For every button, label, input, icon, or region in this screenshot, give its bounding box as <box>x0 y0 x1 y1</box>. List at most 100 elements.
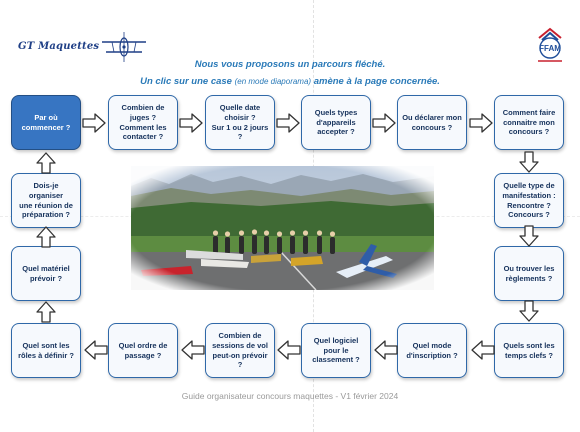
step-label-line: Combien de <box>218 331 262 341</box>
arrow-right-icon <box>179 113 203 133</box>
step-label-line: Quel logiciel <box>313 336 359 346</box>
ffam-logo: FFAM <box>533 26 567 66</box>
arrow-down-icon <box>519 151 539 173</box>
step-label-line: règlements ? <box>505 273 553 283</box>
arrow-up-icon <box>36 301 56 323</box>
intro-line-2: Un clic sur une case (en mode diaporama)… <box>0 73 580 90</box>
step-label-line: concours ? <box>508 127 550 137</box>
step-label-line: d'inscription ? <box>406 350 458 360</box>
step-label-line: Combien de <box>121 103 165 113</box>
step-label-line: Quelle type de <box>503 181 555 191</box>
step-label-line: temps clefs ? <box>505 350 553 360</box>
intro-line-2-note: (en mode diaporama) <box>234 77 312 86</box>
step-label-line: Concours ? <box>508 210 550 220</box>
footer-text: Guide organisateur concours maquettes - … <box>181 391 399 401</box>
step-label-line: Rencontre ? <box>507 200 551 210</box>
step-label-line: d'appareils <box>316 117 356 127</box>
step-label-line: Quelle date <box>219 103 261 113</box>
step-label-line: Ou trouver les <box>503 263 555 273</box>
ffam-label: FFAM <box>539 44 561 53</box>
step-label-line: Quel matériel <box>22 263 70 273</box>
intro-text: Nous vous proposons un parcours fléché. … <box>0 56 580 90</box>
step-label-line: accepter ? <box>317 127 355 137</box>
step-label-line: sessions de vol <box>212 340 268 350</box>
step-label-line: peut-on prévoir ? <box>212 350 268 370</box>
arrow-down-icon <box>519 225 539 247</box>
step-label-line: Quel ordre de <box>118 340 168 350</box>
arrow-left-icon <box>277 340 301 360</box>
step-label-line: Quels sont les <box>503 340 555 350</box>
step-label-line: Quel sont les <box>22 340 70 350</box>
arrow-up-icon <box>36 226 56 248</box>
arrow-left-icon <box>374 340 398 360</box>
step-label-line: Quels types <box>314 108 358 118</box>
step-label-line: Dois-je organiser <box>28 181 64 200</box>
step-label-line: Comment faire <box>502 108 556 118</box>
step-label-line: Sur 1 ou 2 jours ? <box>211 122 269 142</box>
step-label-line: une réunion de <box>19 200 73 210</box>
arrow-right-icon <box>372 113 396 133</box>
step-label-line: contacter ? <box>122 132 164 142</box>
intro-line-1: Nous vous proposons un parcours fléché. <box>194 59 386 70</box>
step-label-line: préparation ? <box>22 210 70 220</box>
arrow-left-icon <box>471 340 495 360</box>
intro-line-2-a: Un clic sur une case <box>140 76 235 87</box>
step-label-line: Par où <box>34 112 58 122</box>
step-label-line: classement ? <box>312 355 360 365</box>
intro-line-2-c: amène à la page concernée. <box>311 76 440 87</box>
group-photo-illustration <box>131 166 434 290</box>
ffam-emblem-icon: FFAM <box>538 27 562 62</box>
arrow-left-icon <box>84 340 108 360</box>
arrow-right-icon <box>82 113 106 133</box>
step-label-line: choisir ? <box>224 112 256 122</box>
step-label-line: passage ? <box>124 350 162 360</box>
logo-text: GT Maquettes <box>18 41 100 52</box>
step-label-line: Ou déclarer mon <box>402 112 462 122</box>
step-label-line: Comment les <box>119 122 167 132</box>
step-label-line: pour le <box>323 345 349 355</box>
arrow-down-icon <box>519 300 539 322</box>
step-label-line: juges ? <box>129 112 157 122</box>
step-label-line: connaitre mon <box>503 117 555 127</box>
step-label-line: manifestation : <box>502 190 556 200</box>
arrow-right-icon <box>276 113 300 133</box>
step-label-line: rôles à définir ? <box>18 350 74 360</box>
step-label-line: commencer ? <box>21 122 71 132</box>
arrow-up-icon <box>36 152 56 174</box>
biplane-icon <box>102 32 146 62</box>
step-label-line: Quel mode <box>412 340 452 350</box>
gt-maquettes-logo: GT Maquettes <box>18 30 148 64</box>
step-label-line: concours ? <box>411 122 453 132</box>
